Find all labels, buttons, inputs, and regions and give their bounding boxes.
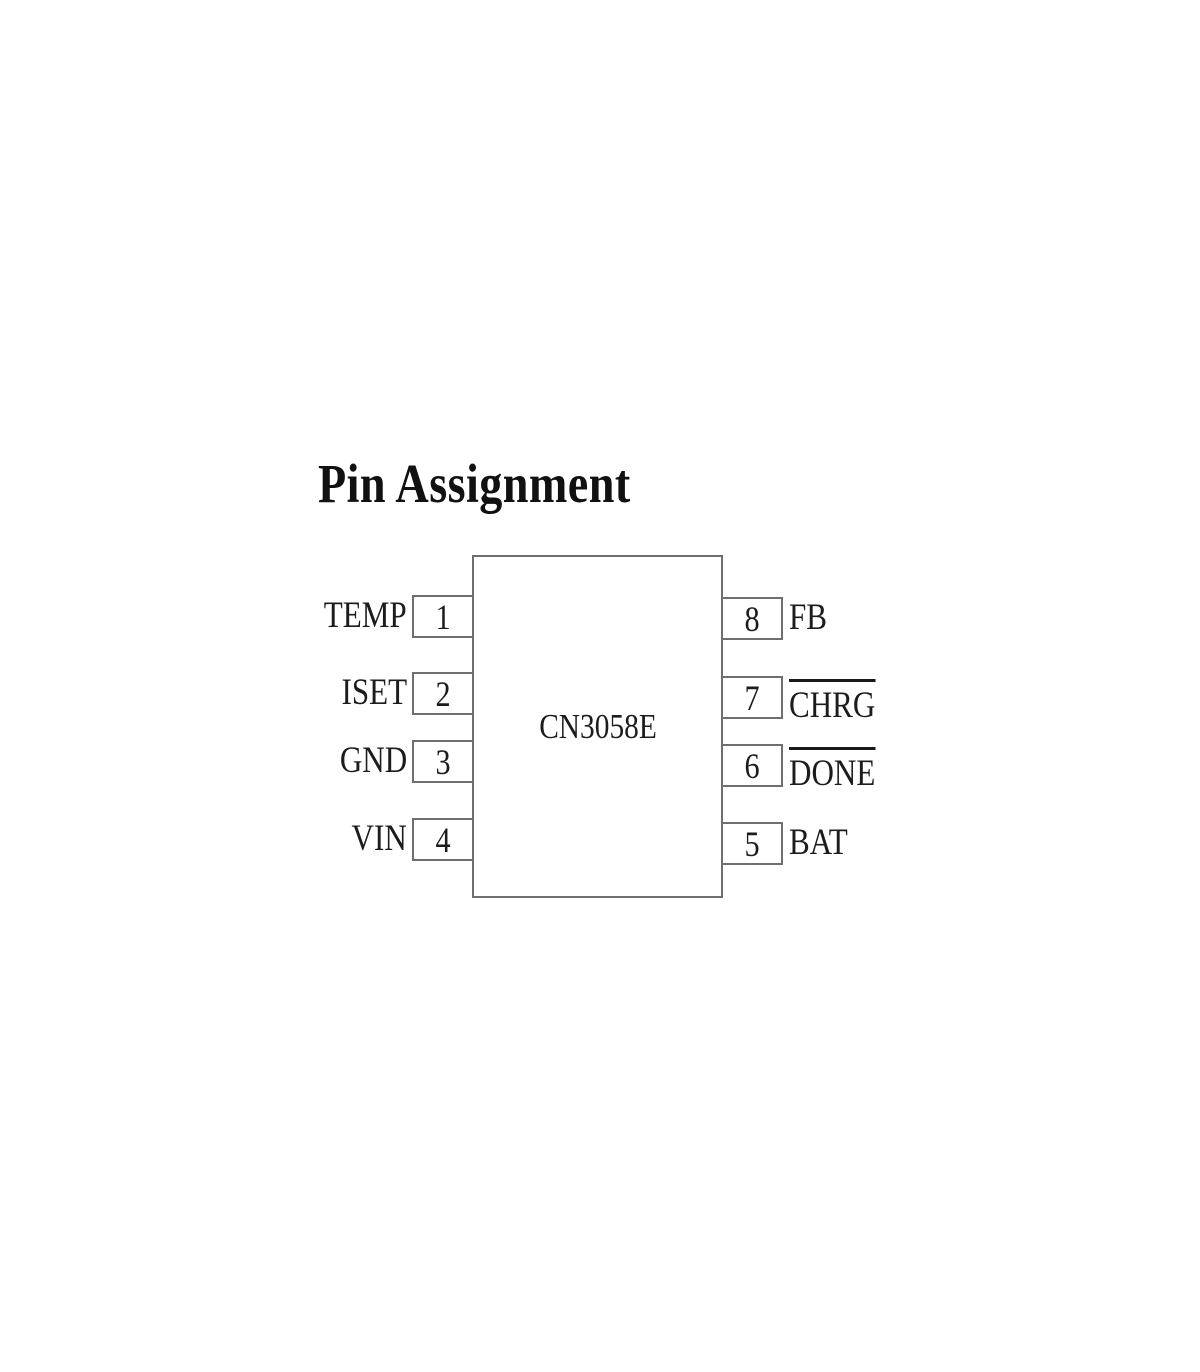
pin-number: 7 [744, 677, 760, 718]
pin-label-text: ISET [341, 672, 407, 714]
pin-box-3: 3 [412, 740, 474, 783]
page-title: Pin Assignment [318, 453, 631, 514]
pin-label-gnd: GND [327, 740, 407, 783]
pin-number: 3 [435, 741, 451, 782]
pin-box-5: 5 [721, 822, 783, 865]
pin-label-temp: TEMP [308, 595, 407, 638]
pin-box-2: 2 [412, 672, 474, 715]
pin-box-4: 4 [412, 818, 474, 861]
pin-box-1: 1 [412, 595, 474, 638]
pin-label-done: DONE [789, 744, 892, 792]
pin-label-iset: ISET [329, 672, 407, 715]
pin-number: 2 [435, 673, 451, 714]
pin-box-7: 7 [721, 676, 783, 719]
pin-number: 4 [435, 819, 451, 860]
pin-label-chrg: CHRG [789, 676, 892, 724]
pin-label-text: FB [789, 597, 828, 639]
pin-number: 5 [744, 823, 760, 864]
pin-label-text: DONE [789, 747, 876, 792]
ic-package-body: CN3058E [472, 555, 723, 898]
pin-number: 8 [744, 598, 760, 639]
pin-label-fb: FB [789, 597, 834, 640]
pin-label-text: GND [339, 740, 407, 782]
pin-label-vin: VIN [341, 818, 407, 861]
pin-number: 1 [435, 596, 451, 637]
pin-label-text: CHRG [789, 679, 876, 724]
pin-box-8: 8 [721, 597, 783, 640]
pin-number: 6 [744, 745, 760, 786]
pin-label-text: BAT [789, 822, 848, 864]
pin-label-bat: BAT [789, 822, 859, 865]
pin-label-text: VIN [351, 818, 407, 860]
pin-label-text: TEMP [324, 595, 407, 637]
chip-name: CN3058E [538, 706, 657, 746]
pin-box-6: 6 [721, 744, 783, 787]
